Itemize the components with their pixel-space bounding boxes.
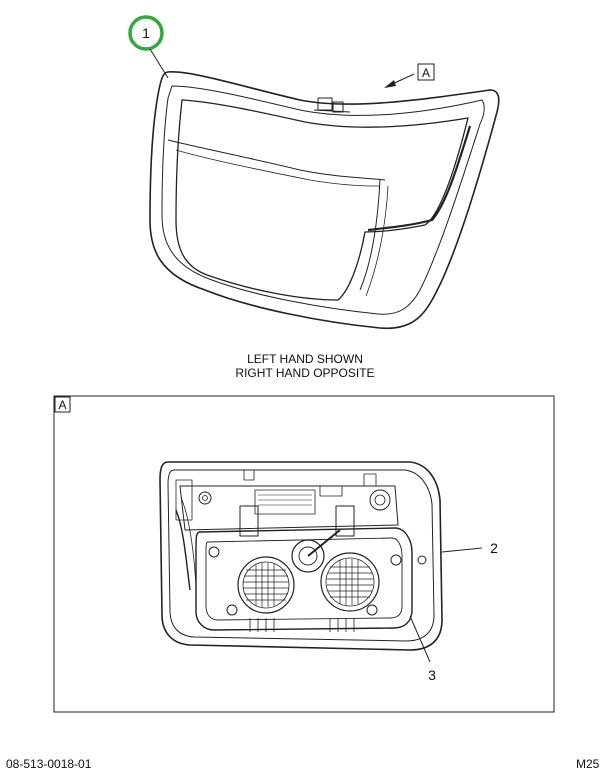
- callout-2-number[interactable]: 2: [490, 540, 498, 556]
- callout-3-number[interactable]: 3: [428, 667, 436, 683]
- caption-line-1: LEFT HAND SHOWN: [247, 352, 363, 366]
- view-a-pointer: [384, 73, 415, 88]
- caption-line-2: RIGHT HAND OPPOSITE: [235, 366, 374, 380]
- bezel-drawing: [149, 71, 500, 330]
- callout-1-ring: [128, 15, 164, 51]
- view-a-tag-top: A: [417, 63, 435, 81]
- grille-hatching: [243, 559, 373, 607]
- view-a-tag-detail: A: [54, 396, 71, 413]
- view-a-tag-top-text: A: [422, 66, 430, 80]
- detail-view-frame: [53, 395, 555, 713]
- callout-1-number: 1: [142, 25, 150, 41]
- callout-2-leader: [441, 547, 483, 553]
- callout-3-leader: [409, 615, 431, 663]
- sheet-code: M25: [576, 757, 600, 771]
- view-a-tag-detail-text: A: [58, 398, 66, 412]
- callout-1[interactable]: 1: [128, 15, 164, 51]
- drawing-number: 08-513-0018-01: [6, 757, 92, 771]
- headlamp-rear-drawing: [159, 461, 443, 651]
